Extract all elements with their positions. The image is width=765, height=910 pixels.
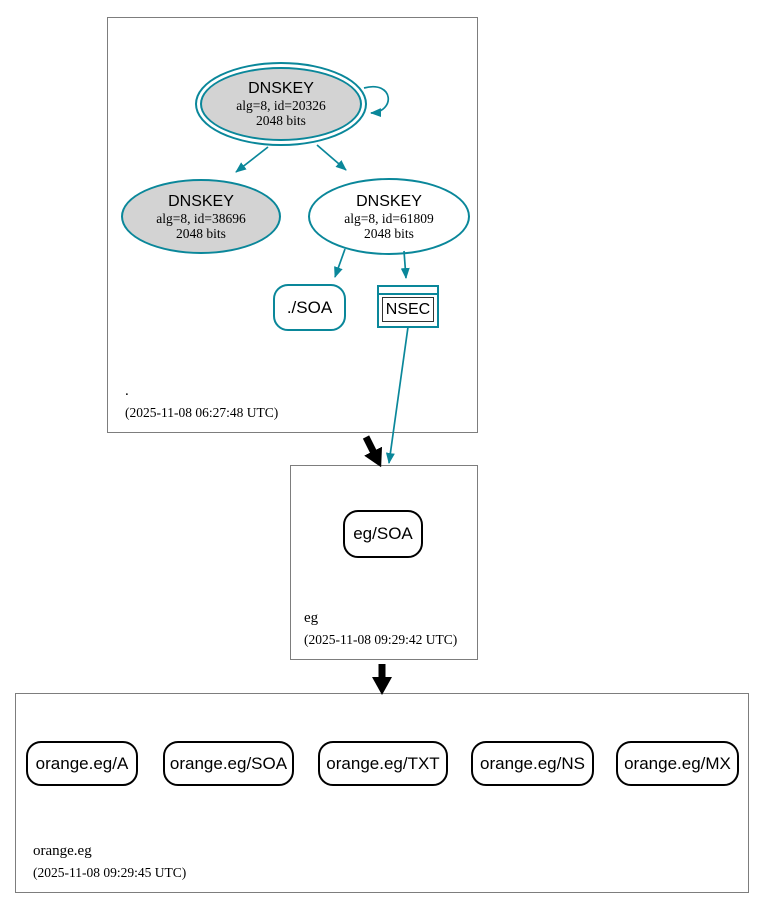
rrset-orange-eg-mx-node[interactable]: orange.eg/MX [616, 741, 739, 786]
dnskey-bits: 2048 bits [176, 225, 226, 241]
rrset-label: orange.eg/SOA [169, 753, 288, 773]
zone-box-eg: eg/SOA eg (2025-11-08 09:29:42 UTC) [290, 465, 478, 660]
rrset-label: orange.eg/MX [624, 753, 731, 773]
rrset-label: eg/SOA [353, 524, 413, 543]
zone-box-orange-eg: orange.eg/A orange.eg/SOA orange.eg/TXT … [15, 693, 749, 893]
rrset-label: ./SOA [286, 297, 333, 317]
rrset-orange-eg-soa-node[interactable]: orange.eg/SOA [163, 741, 294, 786]
rrset-orange-eg-txt-node[interactable]: orange.eg/TXT [318, 741, 448, 786]
rrset-label: orange.eg/A [35, 753, 129, 773]
zone-meta-root: . (2025-11-08 06:27:48 UTC) [125, 383, 278, 420]
dnskey-title: DNSKEY [248, 80, 314, 97]
dnskey-alg-id: alg=8, id=38696 [156, 210, 246, 226]
dnskey-alg-id: alg=8, id=61809 [344, 210, 434, 226]
nsec-header-band [379, 287, 437, 295]
zone-meta-orange-eg: orange.eg (2025-11-08 09:29:45 UTC) [33, 843, 186, 880]
dnskey-bits: 2048 bits [364, 225, 414, 241]
zone-name: orange.eg [33, 843, 92, 859]
rrset-eg-soa-node[interactable]: eg/SOA [343, 510, 423, 558]
dnskey-title: DNSKEY [356, 192, 422, 210]
nsec-label-box: NSEC [382, 297, 434, 322]
nsec-node[interactable]: NSEC [377, 285, 439, 328]
rrset-root-soa-node[interactable]: ./SOA [273, 284, 346, 331]
edge-delegation-root-to-eg [362, 435, 383, 468]
dnskey-ksk-inner-ellipse: DNSKEY alg=8, id=20326 2048 bits [200, 67, 362, 141]
rrset-label: orange.eg/NS [480, 753, 585, 773]
zone-timestamp: (2025-11-08 09:29:45 UTC) [33, 865, 187, 880]
zone-timestamp: (2025-11-08 06:27:48 UTC) [125, 405, 279, 420]
nsec-label: NSEC [385, 300, 431, 318]
zone-box-root: DNSKEY alg=8, id=20326 2048 bits DNSKEY … [107, 17, 478, 433]
dnskey-bits: 2048 bits [256, 113, 306, 128]
zone-meta-eg: eg (2025-11-08 09:29:42 UTC) [304, 610, 457, 647]
rrset-orange-eg-ns-node[interactable]: orange.eg/NS [471, 741, 594, 786]
dnskey-ksk-20326-node[interactable]: DNSKEY alg=8, id=20326 2048 bits [195, 62, 367, 146]
zone-name: . [125, 383, 129, 399]
zone-timestamp: (2025-11-08 09:29:42 UTC) [304, 632, 458, 647]
dnskey-alg-id: alg=8, id=20326 [236, 98, 326, 113]
rrset-orange-eg-a-node[interactable]: orange.eg/A [26, 741, 138, 786]
dnskey-title: DNSKEY [168, 192, 234, 210]
rrset-label: orange.eg/TXT [326, 753, 440, 773]
zone-name: eg [304, 610, 319, 626]
dnskey-zsk-61809-node[interactable]: DNSKEY alg=8, id=61809 2048 bits [308, 178, 470, 255]
dnskey-zsk-38696-node[interactable]: DNSKEY alg=8, id=38696 2048 bits [121, 179, 281, 254]
